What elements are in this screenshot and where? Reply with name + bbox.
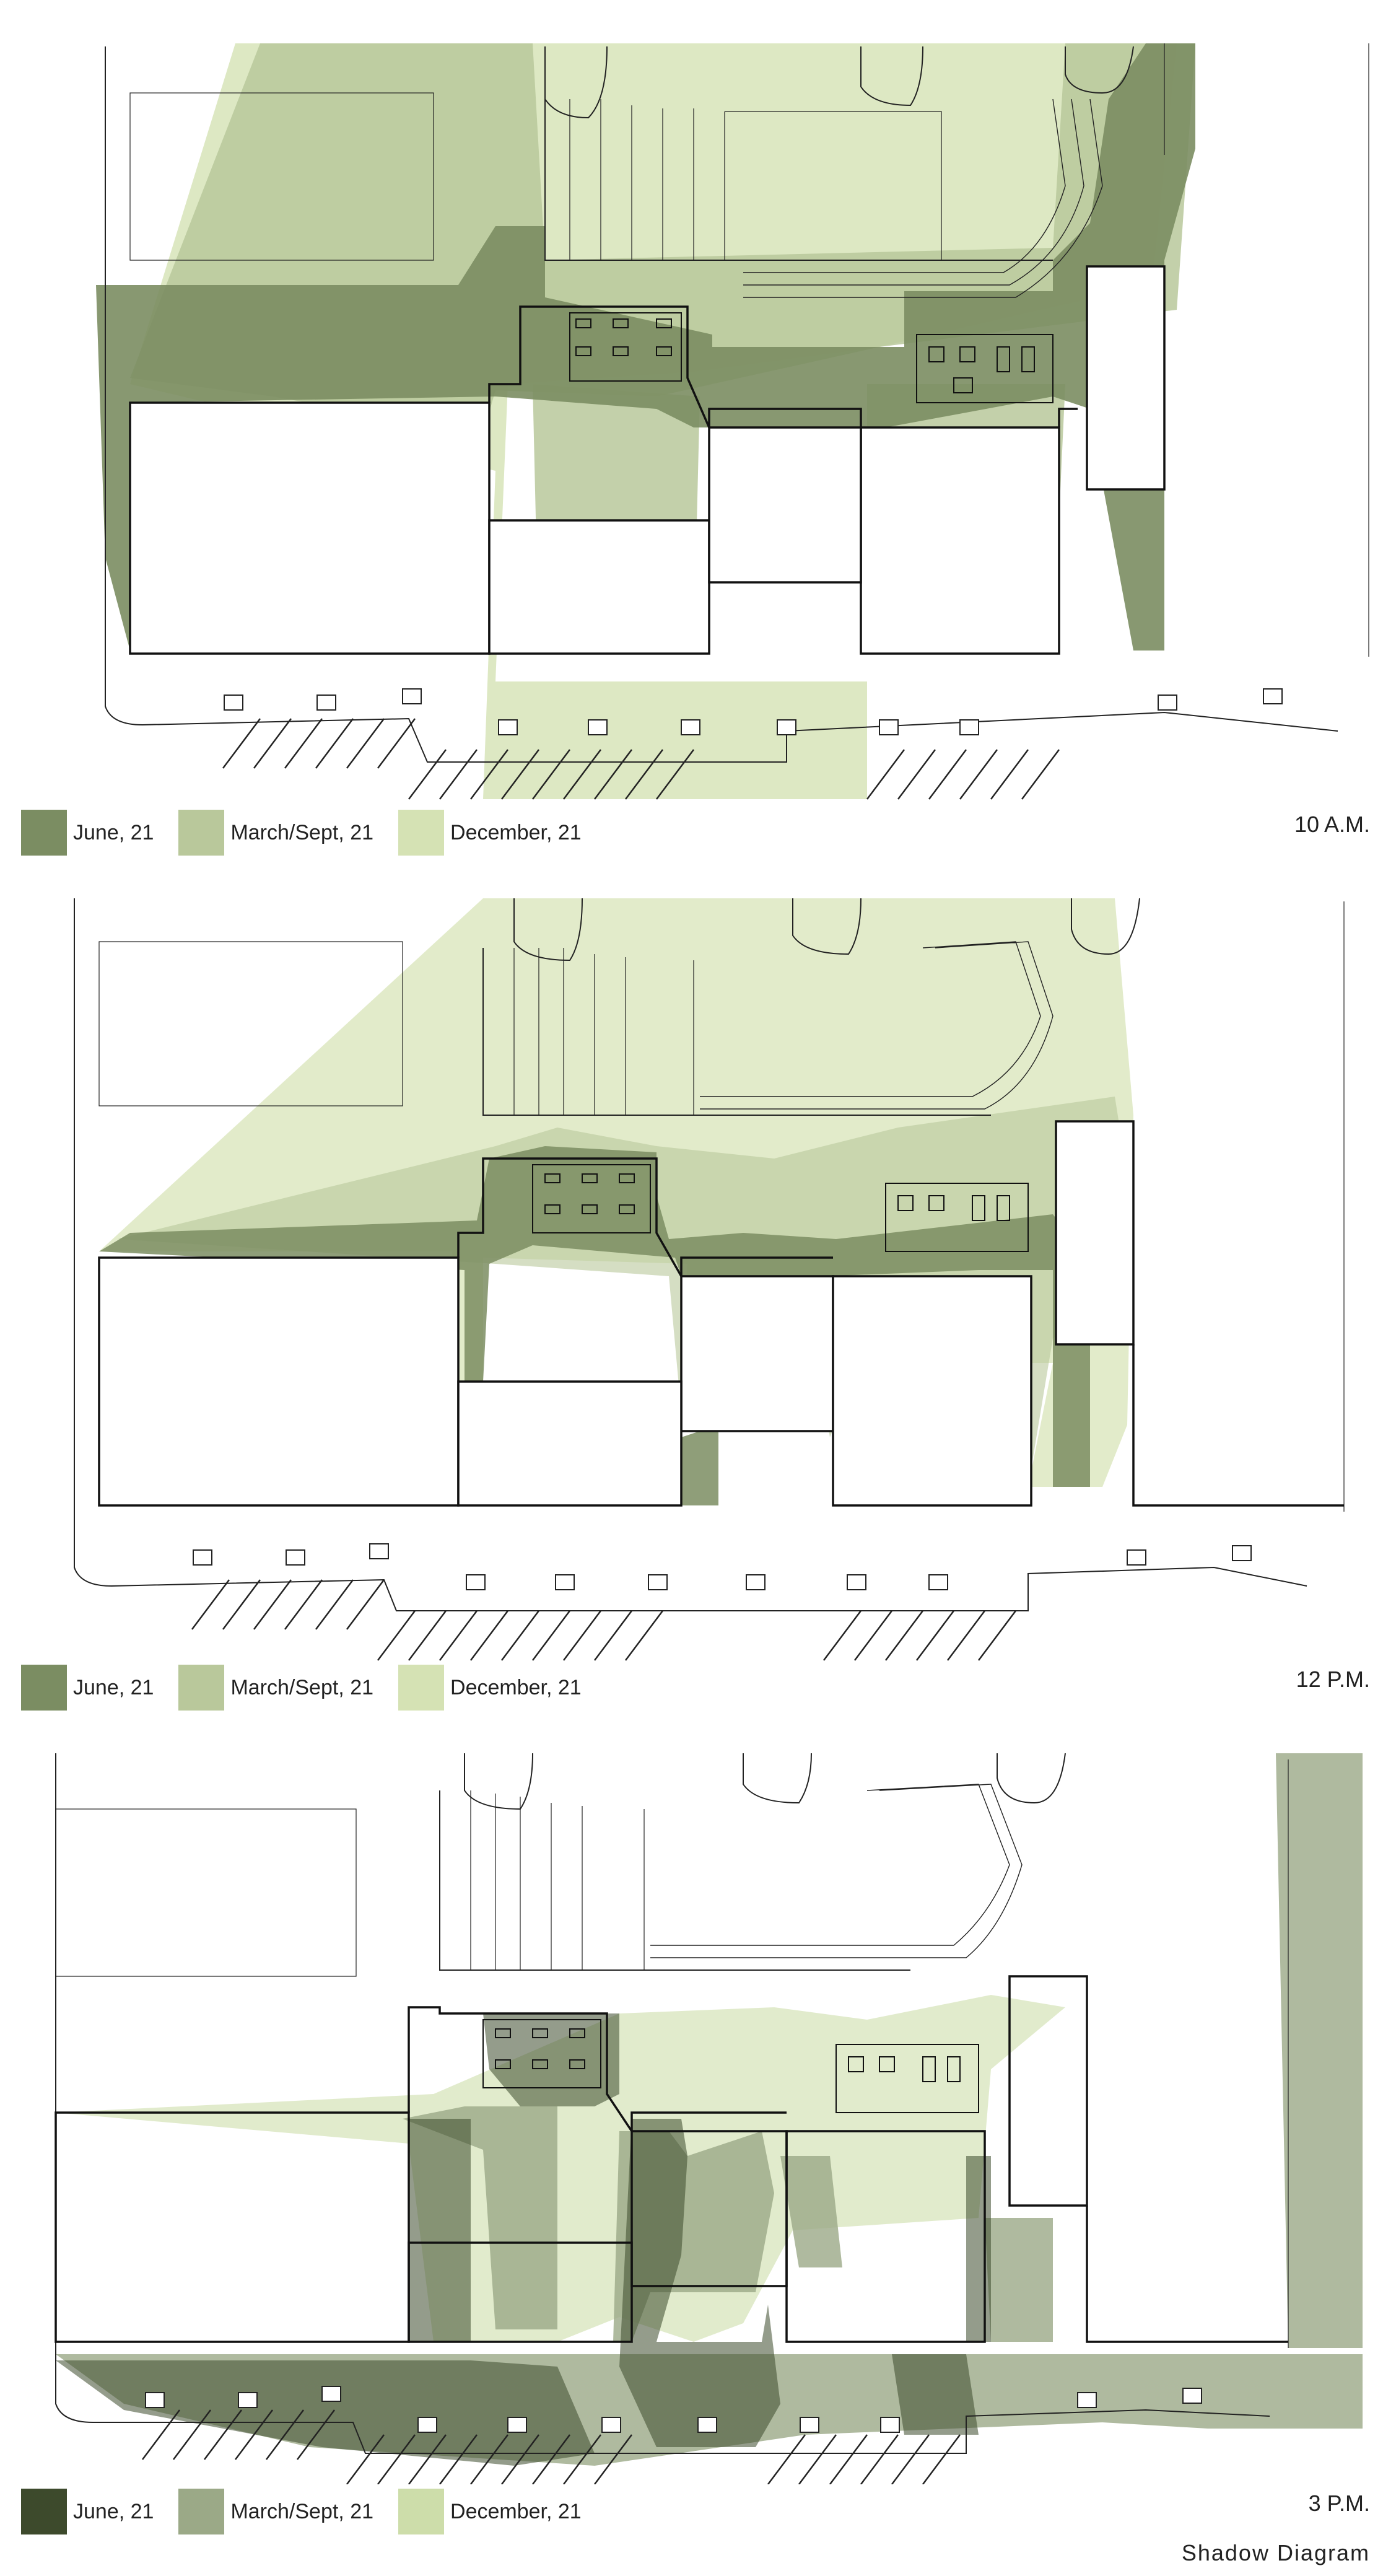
building-outlines-open	[457, 1157, 1344, 1507]
site-plan-3pm	[55, 1753, 1363, 2484]
swatch-december	[398, 1665, 445, 1711]
legend-item-march-sept: March/Sept, 21	[178, 810, 373, 856]
legend-label-march-sept: March/Sept, 21	[230, 2499, 374, 2523]
building-footprints	[98, 1120, 1135, 1507]
street-trees	[193, 1543, 1252, 1590]
building-outlines-open	[488, 305, 1078, 428]
site-linework	[105, 43, 1369, 763]
cafe-seating	[532, 1164, 1029, 1252]
panel-12pm: June, 21 March/Sept, 21 December, 21 12 …	[0, 867, 1396, 1722]
legend-label-june: June, 21	[73, 1675, 154, 1699]
cafe-seating	[482, 2019, 979, 2113]
legend-12pm: June, 21 March/Sept, 21 December, 21	[21, 1665, 606, 1711]
legend-label-march-sept: March/Sept, 21	[230, 1675, 374, 1699]
swatch-december	[398, 2489, 445, 2534]
shadow-june	[56, 2013, 991, 2466]
legend-item-june: June, 21	[21, 1665, 154, 1711]
time-label-3pm: 3 P.M.	[1308, 2491, 1370, 2516]
panel-3pm: June, 21 March/Sept, 21 December, 21 3 P…	[0, 1722, 1396, 2534]
swatch-march-sept	[178, 810, 225, 856]
legend-3pm: June, 21 March/Sept, 21 December, 21	[21, 2489, 606, 2534]
legend-item-march-sept: March/Sept, 21	[178, 1665, 373, 1711]
time-label-12pm: 12 P.M.	[1296, 1667, 1370, 1692]
street-trees	[224, 688, 1283, 735]
shadow-december	[56, 1995, 1065, 2342]
swatch-june	[21, 810, 67, 856]
site-plan-10am	[96, 43, 1369, 800]
legend-label-march-sept: March/Sept, 21	[230, 820, 374, 844]
swatch-march-sept	[178, 2489, 225, 2534]
legend-item-june: June, 21	[21, 2489, 154, 2534]
legend-item-march-sept: March/Sept, 21	[178, 2489, 373, 2534]
legend-label-december: December, 21	[450, 1675, 582, 1699]
legend-item-december: December, 21	[398, 1665, 582, 1711]
legend-10am: June, 21 March/Sept, 21 December, 21	[21, 810, 606, 856]
swatch-june	[21, 2489, 67, 2534]
building-outlines-open	[408, 2006, 1288, 2343]
parking-stripes	[142, 2409, 961, 2484]
street-trees	[145, 2386, 1202, 2433]
shadow-june	[96, 43, 1195, 651]
site-linework	[74, 898, 1345, 1611]
legend-label-december: December, 21	[450, 820, 582, 844]
legend-item-december: December, 21	[398, 810, 582, 856]
swatch-june	[21, 1665, 67, 1711]
swatch-december	[398, 810, 445, 856]
diagram-title: Shadow Diagram	[1181, 2540, 1370, 2565]
swatch-march-sept	[178, 1665, 225, 1711]
shadow-march-sept	[118, 1097, 1133, 1487]
site-plan-12pm	[74, 898, 1345, 1661]
building-footprints	[55, 1975, 1088, 2343]
legend-label-june: June, 21	[73, 2499, 154, 2523]
cafe-seating	[569, 312, 1054, 403]
time-label-10am: 10 A.M.	[1294, 812, 1370, 837]
legend-label-june: June, 21	[73, 820, 154, 844]
legend-label-december: December, 21	[450, 2499, 582, 2523]
site-linework	[55, 1753, 1289, 2454]
panel-10am: June, 21 March/Sept, 21 December, 21 10 …	[0, 0, 1396, 867]
parking-stripes	[191, 1579, 1016, 1661]
legend-item-december: December, 21	[398, 2489, 582, 2534]
parking-stripes	[222, 718, 1060, 800]
building-footprints	[129, 265, 1166, 655]
legend-item-june: June, 21	[21, 810, 154, 856]
